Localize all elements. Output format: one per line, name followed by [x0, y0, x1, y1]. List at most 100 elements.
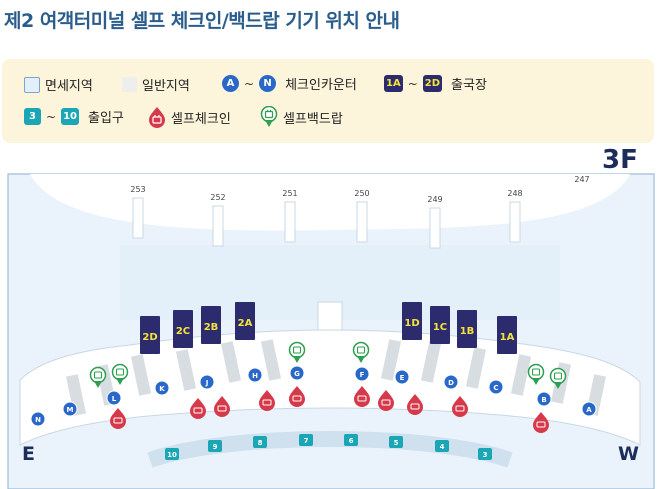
legend-departure-label: 출국장	[451, 78, 487, 93]
counter-label: L	[112, 395, 117, 403]
legend-checkin-counter-label: 체크인카운터	[285, 78, 357, 93]
self-bagdrop-pin-icon	[549, 367, 567, 389]
departure-label: 1D	[404, 318, 419, 329]
legend-arrival-label: 출입구	[87, 111, 124, 126]
departure-label: 1A	[500, 332, 515, 343]
tilde: ~	[244, 76, 255, 91]
counter-island	[220, 341, 242, 383]
tilde: ~	[407, 76, 418, 91]
self-bagdrop-pin-icon	[352, 341, 370, 363]
counter-label: B	[541, 396, 546, 404]
legend-self-checkin-label: 셀프체크인	[171, 111, 231, 127]
gate-249: 249	[427, 195, 443, 249]
departure-label: 2C	[176, 326, 190, 337]
floor-label: 3F	[602, 145, 638, 175]
departure-2A: 2A	[235, 302, 255, 340]
entrance-label: 7	[304, 437, 309, 445]
counter-label: C	[493, 384, 498, 392]
legend-departure: 1A ~ 2D 출국장	[384, 74, 487, 93]
legend-self-checkin: 셀프체크인	[148, 106, 231, 128]
counter-from-icon: A	[222, 75, 239, 92]
checkin-counter-H: H	[247, 367, 263, 383]
gate-252: 252	[210, 193, 226, 247]
departure-label: 2A	[238, 318, 253, 329]
legend-general-label: 일반지역	[142, 79, 190, 94]
checkin-counter-K: K	[154, 380, 170, 396]
gate-label: 247	[574, 175, 589, 184]
departure-1C: 1C	[430, 306, 450, 344]
self-checkin-pin-icon	[407, 394, 423, 415]
entrance-7: 7	[299, 434, 313, 446]
entrance-label: 3	[483, 451, 488, 459]
self-checkin-pin-icon	[533, 412, 549, 433]
checkin-counter-D: D	[443, 374, 459, 390]
legend-self-bagdrop: 셀프백드랍	[260, 106, 343, 128]
entrance-4: 4	[435, 440, 449, 452]
departure-from-icon: 1A	[384, 75, 403, 92]
counter-label: D	[448, 379, 454, 387]
east-direction-label: E	[22, 443, 35, 465]
departure-1A: 1A	[497, 316, 517, 354]
legend-arrival: 3 ~ 10 출입구	[24, 107, 124, 126]
departure-label: 1C	[433, 322, 447, 333]
departure-2B: 2B	[201, 306, 221, 344]
checkin-counter-B: B	[536, 391, 552, 407]
self-checkin-pin-icon	[354, 386, 370, 407]
gate-label: 250	[354, 189, 369, 198]
arrival-to-icon: 10	[61, 108, 79, 125]
duty-free-swatch	[24, 76, 40, 93]
landside-hall	[19, 329, 641, 446]
gate-label: 249	[427, 195, 442, 204]
gate-label: 251	[282, 189, 297, 198]
self-bagdrop-pin-icon	[89, 366, 107, 388]
departure-label: 2D	[142, 332, 157, 343]
entrance-8: 8	[253, 436, 267, 448]
counter-label: J	[205, 379, 209, 387]
legend-duty-free: 면세지역	[24, 75, 93, 94]
counter-label: A	[586, 406, 592, 414]
checkin-counter-C: C	[488, 379, 504, 395]
counter-label: K	[159, 385, 165, 393]
departure-2D: 2D	[140, 316, 160, 354]
legend-checkin-counter: A ~ N 체크인카운터	[222, 74, 357, 93]
gate-253: 253	[130, 185, 146, 239]
west-direction-label: W	[618, 443, 639, 465]
entrance-label: 4	[440, 443, 445, 451]
legend-self-bagdrop-label: 셀프백드랍	[283, 111, 343, 127]
general-area-swatch	[122, 77, 137, 92]
counter-island	[130, 354, 152, 396]
gate-251: 251	[282, 189, 298, 243]
self-checkin-pin-icon	[378, 390, 394, 411]
entrance-label: 8	[258, 439, 263, 447]
counter-island	[510, 354, 532, 396]
entrance-9: 9	[208, 440, 222, 452]
airside-apron	[30, 174, 630, 231]
self-checkin-pin-icon	[214, 396, 230, 417]
departure-2C: 2C	[173, 310, 193, 348]
self-bagdrop-pin-icon	[111, 363, 129, 385]
page-title: 제2 여객터미널 셀프 체크인/백드랍 기기 위치 안내	[4, 10, 400, 32]
checkin-counter-G: G	[289, 365, 305, 381]
self-bagdrop-pin-icon	[527, 363, 545, 385]
self-checkin-pin-icon	[289, 386, 305, 407]
departure-to-icon: 2D	[422, 75, 443, 92]
counter-label: N	[35, 416, 41, 424]
gate-label: 248	[507, 189, 522, 198]
counter-island	[175, 349, 197, 391]
arrival-from-icon: 3	[24, 108, 41, 125]
self-bagdrop-pin-icon	[260, 106, 278, 127]
gate-building	[120, 245, 560, 320]
tilde: ~	[46, 109, 57, 124]
checkin-counter-A: A	[581, 401, 597, 417]
entrance-label: 9	[213, 443, 218, 451]
departure-label: 2B	[204, 322, 219, 333]
checkin-counter-F: F	[354, 366, 370, 382]
checkin-counter-L: L	[106, 390, 122, 406]
entrance-label: 6	[349, 437, 354, 445]
entrance-6: 6	[344, 434, 358, 446]
legend-panel: 면세지역 일반지역 A ~ N 체크인카운터 1A ~ 2D 출국장 3 ~ 1…	[2, 59, 654, 175]
entrance-label: 10	[167, 451, 177, 459]
gate-250: 250	[354, 189, 370, 243]
counter-island	[260, 339, 282, 381]
